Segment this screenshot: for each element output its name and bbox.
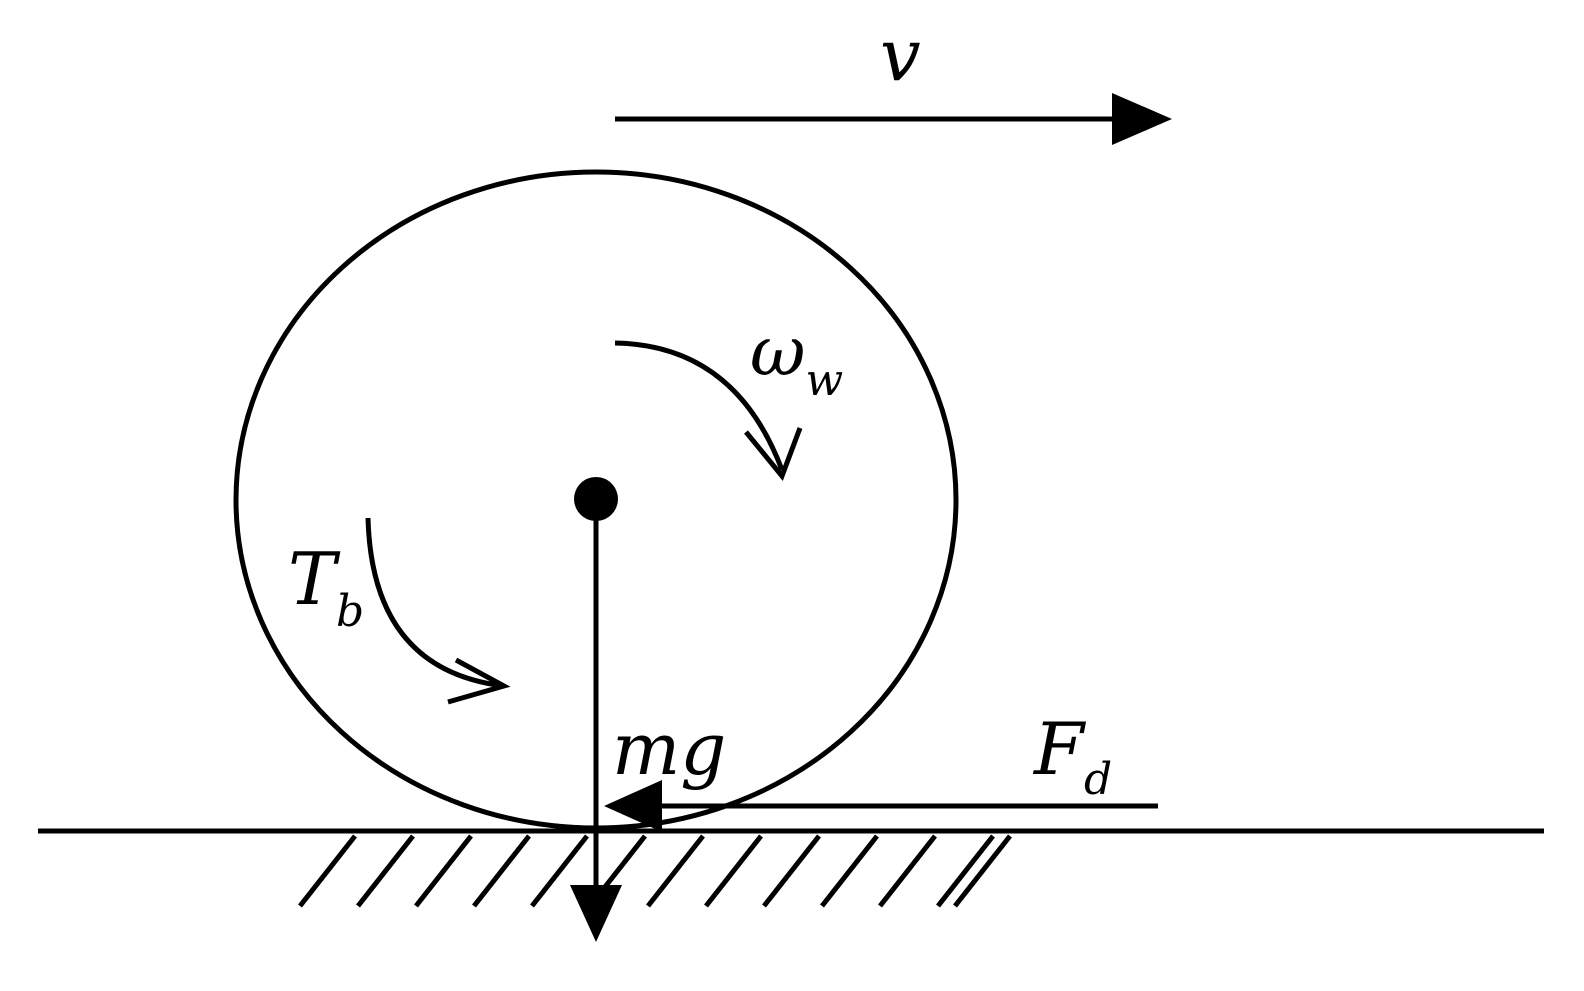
- friction-force-arrow: [604, 780, 1158, 832]
- weight-symbol: mg: [612, 707, 726, 791]
- friction-force-subscript: d: [1084, 754, 1112, 805]
- velocity-symbol: v: [880, 13, 921, 97]
- brake-torque-arrow: [365, 517, 511, 705]
- angular-velocity-subscript: w: [805, 355, 843, 406]
- angular-velocity-label: ωw: [750, 313, 843, 406]
- angular-velocity-arrow: [614, 340, 803, 481]
- velocity-arrow: [615, 93, 1172, 145]
- weight-arrow: [570, 510, 622, 942]
- angular-velocity-symbol: ω: [750, 313, 805, 392]
- ground-hatching: [298, 834, 1012, 908]
- brake-torque-symbol: T: [288, 537, 341, 621]
- friction-force-label: Fd: [1032, 707, 1112, 805]
- weight-label: mg: [612, 707, 726, 791]
- brake-torque-subscript: b: [336, 586, 364, 637]
- brake-torque-label: Tb: [288, 537, 364, 637]
- friction-force-symbol: F: [1032, 707, 1087, 791]
- wheel-center: [574, 477, 618, 521]
- velocity-label: v: [880, 13, 921, 97]
